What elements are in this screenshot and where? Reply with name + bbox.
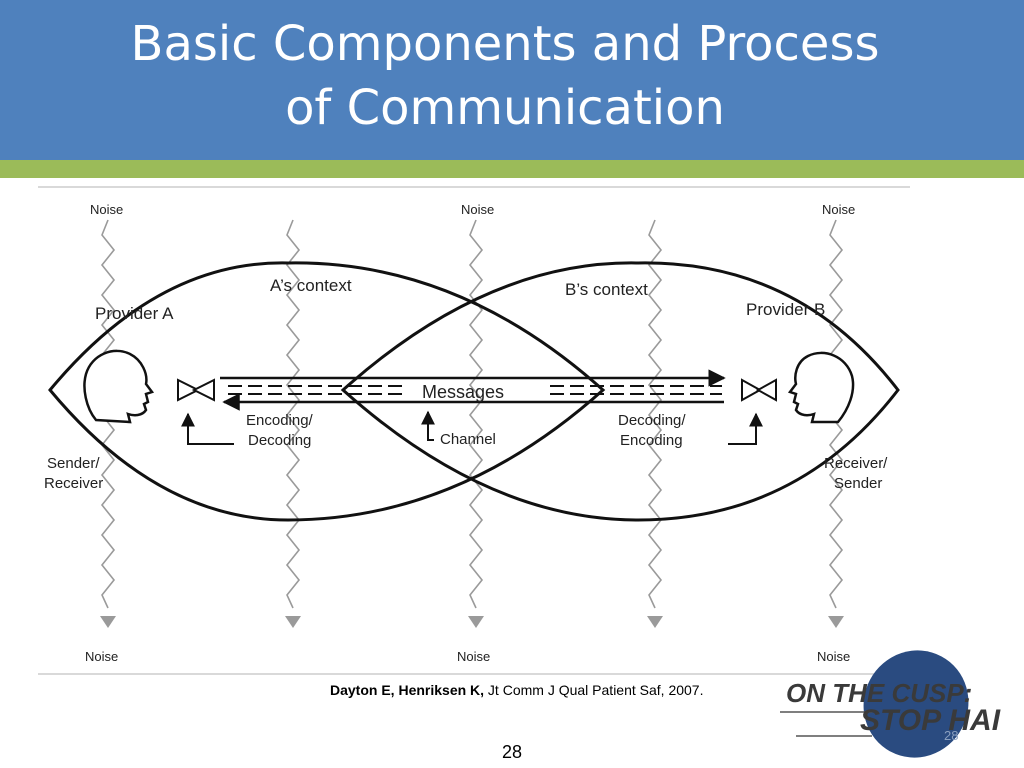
- noise-arrow-icon: [285, 616, 301, 628]
- noise-arrow-icon: [468, 616, 484, 628]
- sender-receiver-line1: Sender/: [47, 455, 100, 472]
- citation-source: Jt Comm J Qual Patient Saf, 2007.: [484, 682, 704, 698]
- decoding-arrow: [728, 412, 763, 445]
- receiver-sender-line2: Sender: [834, 475, 882, 492]
- slide-title: Basic Components and Process of Communic…: [0, 12, 1010, 140]
- communication-diagram: Noise Noise Noise Noise Noise Noise Prov…: [38, 186, 910, 675]
- noise-label: Noise: [457, 649, 490, 664]
- logo-line2: STOP HAI: [860, 704, 1001, 737]
- slide-title-line2: of Communication: [285, 80, 725, 136]
- noise-lines: [100, 219, 844, 609]
- sender-receiver-line2: Receiver: [44, 475, 103, 492]
- noise-arrow-icon: [647, 616, 663, 628]
- noise-arrow-icon: [100, 616, 116, 628]
- noise-label: Noise: [822, 202, 855, 217]
- encoding-arrow: [181, 412, 234, 445]
- noise-arrowheads: [100, 616, 844, 628]
- b-context-label: B’s context: [565, 280, 648, 299]
- noise-label: Noise: [461, 202, 494, 217]
- message-lines: [220, 369, 726, 411]
- encoding-label-line2: Decoding: [248, 432, 311, 449]
- channel-valve-icon: [177, 378, 215, 402]
- a-context-label: A’s context: [270, 276, 352, 295]
- noise-label: Noise: [85, 649, 118, 664]
- citation-authors: Dayton E, Henriksen K,: [330, 682, 485, 698]
- citation: Dayton E, Henriksen K, Jt Comm J Qual Pa…: [330, 682, 703, 698]
- noise-arrow-icon: [828, 616, 844, 628]
- noise-line-4: [647, 219, 663, 609]
- logo-line1: ON THE CUSP:: [786, 678, 972, 708]
- provider-a-label: Provider A: [95, 304, 174, 323]
- noise-label: Noise: [817, 649, 850, 664]
- channel-label: Channel: [440, 431, 496, 448]
- messages-label: Messages: [422, 382, 504, 402]
- head-left-icon: [83, 349, 155, 424]
- diagram-canvas: Noise Noise Noise Noise Noise Noise Prov…: [44, 202, 900, 664]
- b-context-boundary: [340, 261, 900, 522]
- cusp-logo: ON THE CUSP: STOP HAI: [776, 648, 1024, 760]
- slide-title-line1: Basic Components and Process: [130, 16, 880, 72]
- noise-line-3: [468, 219, 484, 609]
- provider-b-label: Provider B: [746, 300, 825, 319]
- receiver-sender-line1: Receiver/: [824, 455, 888, 472]
- decoding-label-line1: Decoding/: [618, 412, 686, 429]
- title-bar-stripe: [0, 160, 1024, 178]
- channel-valve-icon: [741, 378, 777, 402]
- page-number-small: 28: [944, 728, 959, 743]
- title-bar: [0, 0, 1024, 160]
- noise-line-2: [285, 219, 301, 609]
- encoding-label-line1: Encoding/: [246, 412, 314, 429]
- head-right-icon: [787, 351, 855, 424]
- noise-label: Noise: [90, 202, 123, 217]
- page-number: 28: [501, 742, 523, 762]
- channel-arrow: [421, 410, 435, 441]
- logo-oval: [863, 650, 969, 758]
- a-context-boundary: [48, 261, 606, 522]
- decoding-label-line2: Encoding: [620, 432, 683, 449]
